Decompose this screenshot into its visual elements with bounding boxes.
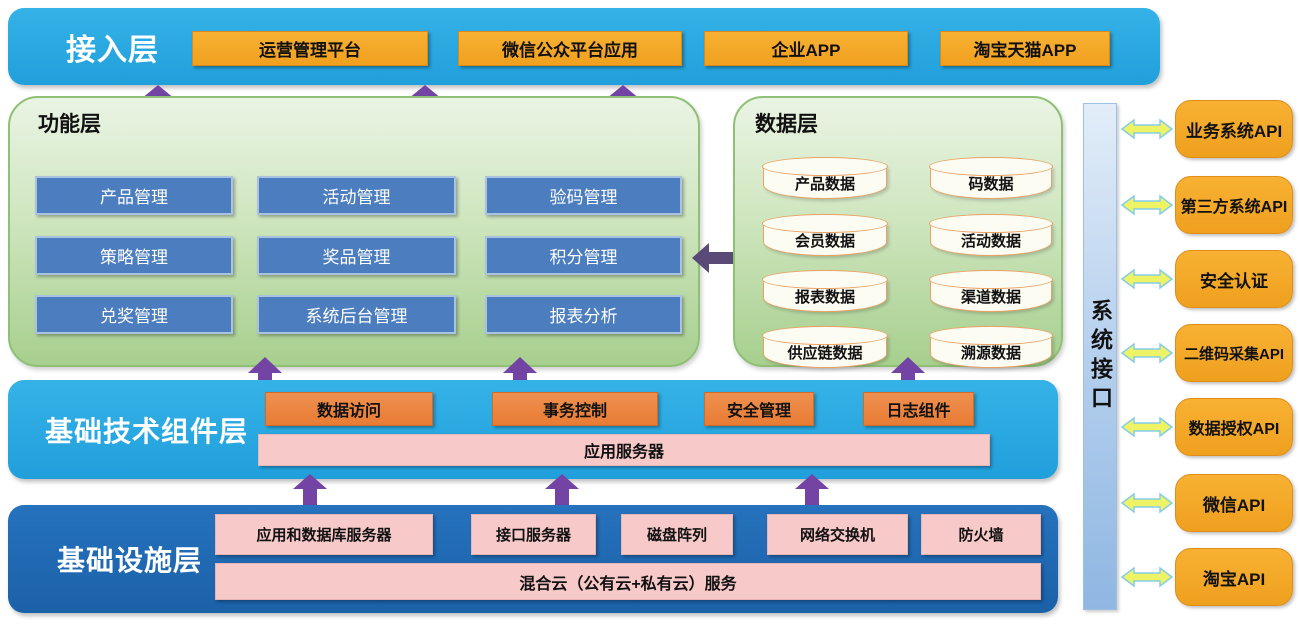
cylinder-label: 活动数据 (960, 233, 1021, 250)
function-layer-label: 功能层 (38, 113, 101, 136)
cylinder-label: 产品数据 (794, 176, 855, 193)
data-auth-api-box: 数据授权API (1175, 398, 1293, 456)
up-arrow-icon (503, 357, 537, 393)
data-layer-label: 数据层 (755, 113, 818, 136)
activity-mgmt-button: 活动管理 (257, 176, 456, 215)
wechat-api-box: 微信API (1175, 474, 1293, 532)
up-arrow-icon (248, 357, 282, 393)
double-arrow-yellow-icon (1121, 342, 1173, 364)
business-system-api-box: 业务系统API (1175, 100, 1293, 158)
third-party-api-box: 第三方系统API (1175, 176, 1293, 234)
cylinder-label: 溯源数据 (960, 345, 1021, 362)
cylinder-label: 渠道数据 (960, 289, 1021, 306)
code-verify-mgmt-button: 验码管理 (485, 176, 682, 215)
prize-mgmt-button: 奖品管理 (257, 236, 456, 275)
channel-data-cylinder: 渠道数据 (929, 270, 1053, 312)
supply-chain-data-cylinder: 供应链数据 (762, 326, 888, 368)
activity-data-cylinder: 活动数据 (929, 214, 1053, 256)
taobao-tmall-app-button: 淘宝天猫APP (940, 31, 1110, 66)
double-arrow-horizontal-icon (692, 243, 764, 273)
wechat-public-platform-button: 微信公众平台应用 (458, 31, 682, 66)
double-arrow-yellow-icon (1121, 566, 1173, 588)
access-layer-label: 接入层 (66, 33, 159, 67)
security-mgmt-component: 安全管理 (704, 392, 814, 426)
network-switch-box: 网络交换机 (767, 514, 908, 555)
trace-data-cylinder: 溯源数据 (929, 326, 1053, 368)
member-data-cylinder: 会员数据 (762, 214, 888, 256)
system-interface-bar: 系统接口 (1083, 103, 1117, 610)
up-arrow-icon (545, 474, 579, 506)
system-interface-label: 系统接口 (1088, 298, 1113, 415)
operations-platform-button: 运营管理平台 (192, 31, 428, 66)
firewall-box: 防火墙 (921, 514, 1041, 555)
cylinder-label: 会员数据 (794, 233, 855, 250)
up-arrow-icon (293, 474, 327, 506)
double-arrow-yellow-icon (1121, 492, 1173, 514)
cylinder-label: 供应链数据 (787, 345, 863, 362)
app-server-bar: 应用服务器 (258, 434, 990, 466)
qrcode-collect-api-box: 二维码采集API (1175, 324, 1293, 382)
strategy-mgmt-button: 策略管理 (35, 236, 233, 275)
data-access-component: 数据访问 (265, 392, 433, 426)
code-data-cylinder: 码数据 (929, 157, 1053, 199)
points-mgmt-button: 积分管理 (485, 236, 682, 275)
report-analysis-button: 报表分析 (485, 295, 682, 334)
enterprise-app-button: 企业APP (704, 31, 908, 66)
up-arrow-icon (891, 357, 925, 393)
disk-array-box: 磁盘阵列 (621, 514, 733, 555)
double-arrow-yellow-icon (1121, 118, 1173, 140)
cylinder-label: 报表数据 (794, 289, 855, 306)
double-arrow-yellow-icon (1121, 194, 1173, 216)
transaction-control-component: 事务控制 (492, 392, 658, 426)
hybrid-cloud-bar: 混合云（公有云+私有云）服务 (215, 563, 1041, 600)
product-mgmt-button: 产品管理 (35, 176, 233, 215)
cylinder-label: 码数据 (968, 176, 1014, 193)
app-db-server-box: 应用和数据库服务器 (215, 514, 433, 555)
infra-layer-label: 基础设施层 (57, 545, 203, 576)
security-auth-box: 安全认证 (1175, 250, 1293, 308)
double-arrow-yellow-icon (1121, 268, 1173, 290)
taobao-api-box: 淘宝API (1175, 548, 1293, 606)
tech-layer-label: 基础技术组件层 (45, 415, 249, 447)
interface-server-box: 接口服务器 (471, 514, 596, 555)
report-data-cylinder: 报表数据 (762, 270, 888, 312)
double-arrow-yellow-icon (1121, 416, 1173, 438)
redeem-mgmt-button: 兑奖管理 (35, 295, 233, 334)
product-data-cylinder: 产品数据 (762, 157, 888, 199)
up-arrow-icon (795, 474, 829, 506)
log-component: 日志组件 (863, 392, 974, 426)
backend-mgmt-button: 系统后台管理 (257, 295, 456, 334)
